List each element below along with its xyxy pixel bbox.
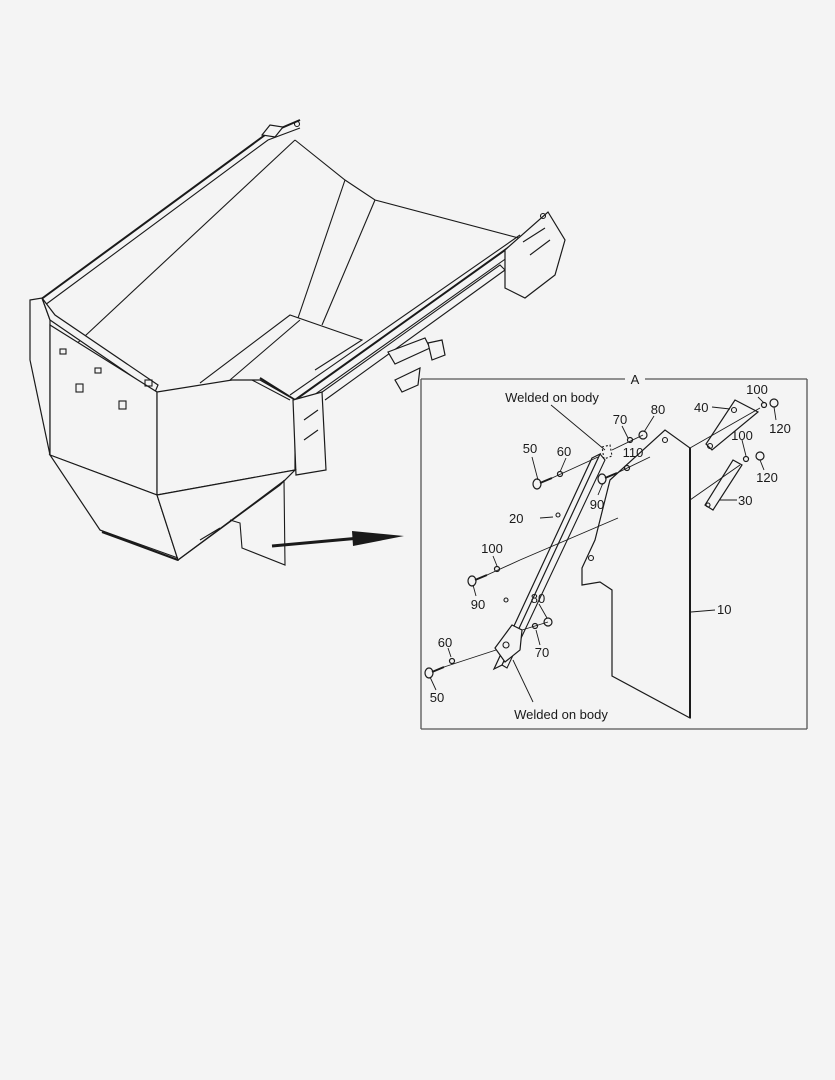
callout-labels: Welded on body Welded on body 10 20 30 4… — [430, 382, 791, 722]
callout-100: 100 — [731, 428, 753, 443]
callout-80: 80 — [531, 591, 545, 606]
detail-a-frame: A — [420, 372, 808, 730]
callout-10: 10 — [717, 602, 731, 617]
callout-120: 120 — [769, 421, 791, 436]
callout-80: 80 — [651, 402, 665, 417]
callout-100: 100 — [746, 382, 768, 397]
dump-body-drawing — [29, 119, 566, 566]
callout-30: 30 — [738, 493, 752, 508]
callout-40: 40 — [694, 400, 708, 415]
callout-60: 60 — [438, 635, 452, 650]
note-welded-bottom: Welded on body — [514, 707, 608, 722]
callout-70: 70 — [613, 412, 627, 427]
callout-20: 20 — [509, 511, 523, 526]
detail-title: A — [631, 372, 640, 387]
note-welded-top: Welded on body — [505, 390, 599, 405]
callout-50: 50 — [523, 441, 537, 456]
bolt-icon — [424, 472, 618, 679]
callout-50: 50 — [430, 690, 444, 705]
callout-90: 90 — [471, 597, 485, 612]
callout-60: 60 — [557, 444, 571, 459]
detail-a-drawing — [424, 396, 779, 720]
callout-110: 110 — [623, 445, 644, 460]
nut-icon — [543, 398, 779, 627]
callout-90: 90 — [590, 497, 604, 512]
callout-70: 70 — [535, 645, 549, 660]
callout-100: 100 — [481, 541, 503, 556]
callout-120: 120 — [756, 470, 778, 485]
